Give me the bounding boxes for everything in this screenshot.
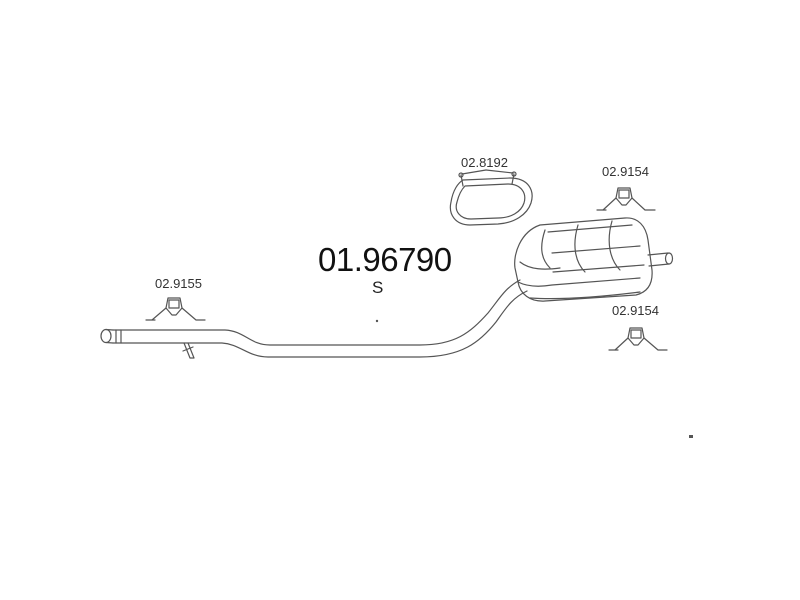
part-label-clamp-ring: 02.8192	[461, 155, 508, 170]
clamp-ring	[449, 169, 533, 226]
exhaust-pipe	[112, 279, 528, 358]
rear-silencer	[514, 217, 653, 302]
part-label-rubber-mount-top: 02.9154	[602, 164, 649, 179]
assembly-variant: S	[372, 278, 384, 297]
part-label-rubber-mount-bottom: 02.9154	[612, 303, 659, 318]
pipe-inlet	[100, 328, 122, 344]
rubber-mount-bottom	[608, 327, 668, 351]
part-label-rubber-mount-left: 02.9155	[155, 276, 202, 291]
pipe-hanger-pin	[182, 342, 195, 359]
reference-dot	[375, 319, 379, 323]
tail-pipe	[647, 252, 674, 267]
corner-mark	[689, 435, 693, 438]
assembly-number: 01.96790	[318, 241, 452, 278]
rubber-mount-top	[596, 187, 656, 211]
rubber-mount-left	[145, 297, 206, 321]
